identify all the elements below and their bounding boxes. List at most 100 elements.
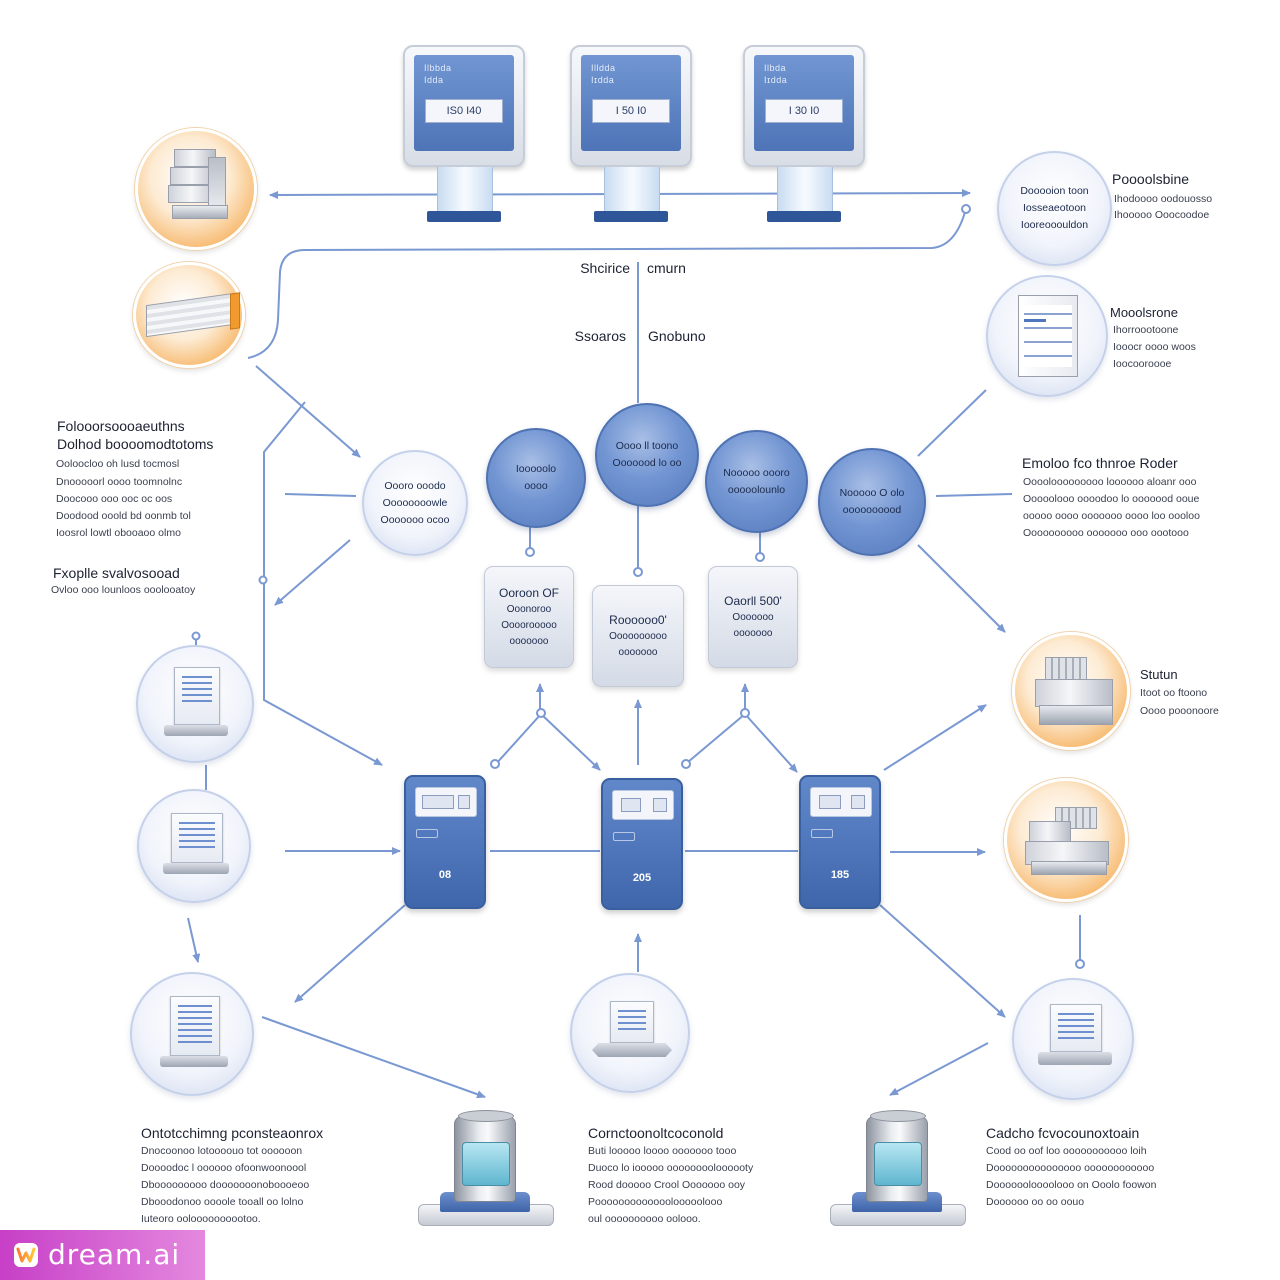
right-mid-label-line: Ooooolooo oooodoo lo ooooood ooue [1023, 493, 1200, 505]
storage-building-node [1012, 632, 1130, 750]
node-text-line: Nooooo O olo [839, 487, 905, 499]
document-device-icon [164, 667, 230, 739]
server-label: 185 [830, 869, 850, 881]
mid-node-4: Nooooo oooro ooooolounlo [705, 430, 808, 533]
mid-node-1: Oooro ooodo Oooooooowle Ooooooo ocoo [362, 450, 468, 556]
server-stack-icon [168, 149, 230, 229]
shelf-icon [1018, 295, 1080, 379]
watermark-text: dream.ai [48, 1238, 181, 1271]
mid-node-3: Oooo ll toono Ooooood lo oo [595, 403, 699, 507]
left-block-line-2: Ovloo ooo lounloos ooolooatoy [51, 584, 196, 596]
monitor-line-2: Idda [424, 75, 444, 85]
tape-drive-icon [146, 292, 240, 339]
left-block-line: Dnooooorl oooo toomnolnc [56, 476, 183, 488]
bottom-right-arrow [889, 1042, 989, 1096]
dream-ai-logo-icon [14, 1243, 38, 1267]
monitor-display: IS0 I40 [425, 99, 503, 123]
right-mid-label-line: ooooo oooo ooooooo oooo loo oooloo [1023, 510, 1200, 522]
card-line: ooooooo [509, 636, 549, 647]
left-block-title: Folooorsoooaeuthns [57, 418, 185, 434]
node-text-line: Dooooion toon [1020, 185, 1089, 197]
document-device-icon [163, 813, 229, 879]
card1-right-arrow [540, 713, 601, 771]
node-text-line: Nooooo oooro [723, 466, 790, 479]
bottom-left-line: Dbooodonoo oooole tooall oo lolno [141, 1196, 304, 1208]
building-icon [1035, 657, 1115, 727]
card-line: Oooooooooo [609, 631, 667, 642]
right-label-2-line: Ioocooroooe [1113, 358, 1172, 370]
right-label-2-line: Ihorroootoone [1113, 324, 1179, 336]
server3-up-right-arrow [883, 704, 987, 771]
server-stack-node [135, 128, 257, 250]
monitor-icon: Ilbda Iɪdda I 30 I0 [743, 45, 865, 167]
storage-label-title: Stutun [1140, 667, 1178, 682]
center-label-right: cmurn [647, 260, 686, 276]
monitor-line-1: Ilbda [764, 63, 787, 73]
card-title: Oaorll 500' [724, 594, 782, 608]
bottom-left-line: Dnocoonoo lotoooouo tot oooooon [141, 1145, 303, 1157]
node-text-line: ooooolounlo [727, 483, 786, 496]
bottom-right-line: Cood oo oof loo ooooooooooo loih [986, 1145, 1147, 1157]
upper-loop-line [247, 211, 966, 359]
left-device-node-3 [130, 972, 254, 1096]
card-title: Roooooo0' [609, 613, 667, 627]
monitor-icon: Illdda Iɪdda I 50 I0 [570, 45, 692, 167]
card-title: Ooroon OF [498, 586, 560, 600]
right-stub-line [935, 493, 1013, 497]
storage-cylinder-1 [418, 1110, 554, 1226]
monitor-display: I 30 I0 [765, 99, 843, 123]
left-block-line: Doodood ooold bd oonmb tol [56, 510, 191, 522]
bottom-right-line: Dooooooloooolooo on Ooolo foowon [986, 1179, 1157, 1191]
storage-cylinder-2 [830, 1110, 966, 1226]
document-device-icon [160, 996, 230, 1070]
node-text-line: oooooooood [842, 504, 902, 516]
monitor-1: Ilbbda Idda IS0 I40 [403, 45, 525, 225]
server-label: 205 [632, 872, 652, 884]
right-mid-label-line: Oooolooooooooo loooooo aloanr ooo [1023, 476, 1197, 488]
monitor-line-2: Iɪdda [764, 75, 788, 85]
card-line: ooooooo [733, 628, 773, 639]
right-lower-arrow [917, 544, 1006, 633]
right-mid-label-line: Oooooooooo ooooooo ooo oootooo [1023, 527, 1189, 539]
monitor-base [594, 211, 668, 222]
card-line: Ooooooo [732, 612, 774, 623]
info-card-3: Oaorll 500' Ooooooo ooooooo [708, 566, 798, 668]
right-label-2-line: Iooocr oooo woos [1113, 341, 1196, 353]
server-panel-icon [810, 787, 872, 817]
center-label-left: Shcirice [580, 260, 630, 276]
left-link-c [187, 917, 201, 963]
monitor-display: I 50 I0 [592, 99, 670, 123]
mid-node-5: Nooooo O olo oooooooood [818, 448, 926, 556]
top-right-label-title: Poooolsbine [1112, 171, 1190, 187]
info-card-1: Ooroon OF Ooonoroo Oooorooooo ooooooo [484, 566, 574, 668]
card-line: Oooorooooo [501, 620, 557, 631]
bottom-center-line: Pooooooooooooolooooolooo [588, 1196, 723, 1208]
tape-to-node-arrow [255, 365, 361, 458]
watermark: dream.ai [0, 1230, 205, 1280]
monitor-2: Illdda Iɪdda I 50 I0 [570, 45, 692, 225]
bottom-left-arrow [261, 1016, 486, 1099]
bottom-left-line: Dbooooooooo dooooooonoboooeoo [141, 1179, 310, 1191]
server-panel-icon [415, 787, 477, 817]
node-text-line: Ooooooo ocoo [380, 513, 450, 526]
top-right-label-line: Ihodoooo oodouosso [1114, 193, 1213, 205]
server-label: 08 [438, 869, 452, 881]
building-icon [1025, 807, 1111, 877]
left-block-line: Ioosrol lowtl obooaoo olmo [56, 527, 181, 539]
bottom-center-title: Cornctoonoltcoconold [588, 1125, 724, 1141]
bottom-left-line: Iuteoro ooloooooooootoo. [141, 1213, 261, 1225]
node-text-line: Oooo ll toono [615, 440, 679, 452]
node-text-line: Oooro ooodo [384, 479, 446, 492]
monitor-icon: Ilbbda Idda IS0 I40 [403, 45, 525, 167]
monitor-line-1: Illdda [591, 63, 616, 73]
bottom-left-title: Ontotcchimng pconsteaonrox [141, 1125, 324, 1141]
bottom-device-node-2 [1012, 978, 1134, 1100]
card3-right-arrow [744, 713, 798, 773]
center-label-right: Gnobuno [648, 328, 706, 344]
left-block-line: Ooloocloo oh lusd tocmosl [56, 458, 180, 470]
bottom-device-node-1 [570, 973, 690, 1093]
storage-label-line: Itoot oo ftoono [1140, 687, 1208, 699]
document-device-icon [1038, 1004, 1112, 1072]
card1-left-link [494, 713, 542, 766]
